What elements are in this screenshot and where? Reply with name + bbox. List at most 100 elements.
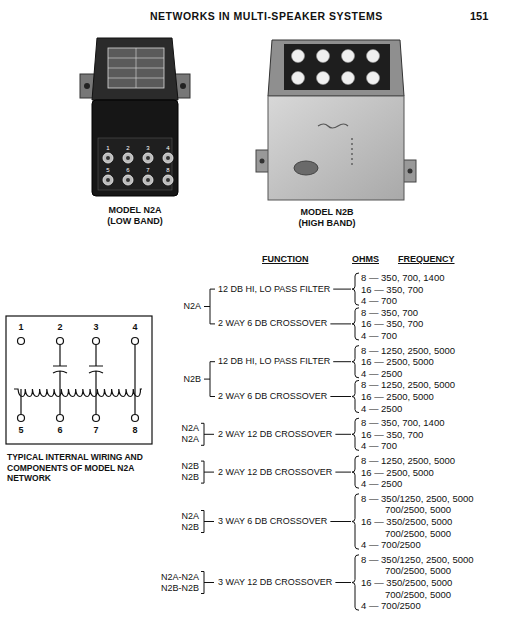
leader-line [335, 434, 351, 435]
leader-line [204, 434, 214, 435]
ohms-frequency: 8 — 350, 700, 1400 [361, 417, 444, 428]
column-header: FUNCTION [262, 254, 309, 265]
bracket [210, 289, 215, 324]
photo-caption: MODEL N2B (HIGH BAND) [291, 207, 363, 229]
curly-brace [352, 555, 359, 610]
ohms-frequency: 8 — 1250, 2500, 5000 [361, 345, 455, 356]
function-label: 12 DB HI, LO PASS FILTER [218, 356, 330, 367]
terminal-number: 6 [123, 167, 133, 174]
pin-number: 6 [54, 425, 66, 436]
terminal-number: 5 [103, 167, 113, 174]
pin-number: 2 [54, 322, 66, 333]
function-label: 2 WAY 12 DB CROSSOVER [218, 429, 332, 440]
curly-brace [352, 346, 359, 378]
page-header: NETWORKS IN MULTI-SPEAKER SYSTEMS [150, 10, 383, 23]
ohms-frequency: 16 — 350, 700 [361, 284, 423, 295]
function-label: 3 WAY 6 DB CROSSOVER [218, 516, 327, 527]
curly-brace [352, 273, 359, 305]
model-tag: N2B-N2B [161, 583, 199, 594]
leader-line [333, 289, 351, 290]
model-tag: N2A [183, 301, 201, 312]
ohms-frequency: 4 — 2500 [361, 478, 402, 489]
ohms-frequency: 8 — 1250, 2500, 5000 [361, 455, 455, 466]
pin-number: 1 [15, 322, 27, 333]
ohms-frequency: 16 — 350/2500, 5000 [361, 577, 452, 588]
ohms-frequency: 8 — 350/1250, 2500, 5000 [361, 554, 474, 565]
ohms-frequency: 16 — 350/2500, 5000 [361, 516, 452, 527]
ohms-frequency: 700/2500, 5000 [385, 504, 451, 515]
terminal-number: 8 [163, 167, 173, 174]
model-tag: N2B [183, 374, 201, 385]
bracket [210, 362, 215, 397]
leader-line [204, 379, 210, 380]
ohms-frequency: 16 — 2500, 5000 [361, 467, 434, 478]
leader-line [333, 361, 351, 362]
ohms-frequency: 4 — 700 [361, 295, 397, 306]
bracket [201, 511, 204, 533]
curly-brace [352, 456, 359, 488]
schematic-caption: TYPICAL INTERNAL WIRING AND COMPONENTS O… [7, 452, 157, 484]
function-label: 2 WAY 6 DB CROSSOVER [218, 391, 327, 402]
model-tag: N2A [181, 434, 199, 445]
model-tag: N2A [181, 511, 199, 522]
ohms-frequency: 700/2500, 5000 [385, 565, 451, 576]
pin-number: 3 [90, 322, 102, 333]
n2a-photo [80, 38, 190, 196]
column-header: FREQUENCY [398, 254, 455, 265]
leader-line [204, 306, 210, 307]
ohms-frequency: 4 — 700 [361, 330, 397, 341]
function-label: 12 DB HI, LO PASS FILTER [218, 284, 330, 295]
ohms-frequency: 4 — 2500 [361, 403, 402, 414]
bracket [201, 572, 204, 594]
bracket [201, 423, 204, 445]
terminal-number: 2 [123, 145, 133, 152]
ohms-frequency: 4 — 700/2500 [361, 600, 421, 611]
model-tag: N2A-N2A [161, 572, 199, 583]
leader-line [204, 521, 214, 522]
ohms-frequency: 8 — 350, 700 [361, 307, 418, 318]
curly-brace [352, 380, 359, 412]
pin-number: 4 [129, 322, 141, 333]
ohms-frequency: 16 — 350, 700 [361, 318, 423, 329]
model-tag: N2B [181, 522, 199, 533]
model-tag: N2B [181, 461, 199, 472]
ohms-frequency: 16 — 350, 700 [361, 429, 423, 440]
leader-line [204, 582, 214, 583]
ohms-frequency: 8 — 1250, 2500, 5000 [361, 379, 455, 390]
curly-brace [352, 418, 359, 450]
photo-caption: MODEL N2A (LOW BAND) [100, 205, 170, 227]
ohms-frequency: 4 — 2500 [361, 368, 402, 379]
function-label: 2 WAY 12 DB CROSSOVER [218, 467, 332, 478]
n2b-photo [256, 40, 416, 200]
curly-brace [352, 494, 359, 549]
ohms-frequency: 4 — 700/2500 [361, 539, 421, 550]
terminal-number: 1 [103, 145, 113, 152]
column-header: OHMS [352, 254, 379, 265]
bracket [201, 461, 204, 483]
leader-line [335, 582, 351, 583]
ohms-frequency: 4 — 700 [361, 440, 397, 451]
pin-number: 7 [90, 425, 102, 436]
pin-number: 5 [15, 425, 27, 436]
page-number: 151 [470, 10, 488, 23]
leader-line [330, 396, 351, 397]
ohms-frequency: 8 — 350/1250, 2500, 5000 [361, 493, 474, 504]
terminal-number: 7 [143, 167, 153, 174]
leader-line [330, 521, 351, 522]
leader-line [335, 472, 351, 473]
leader-line [204, 472, 214, 473]
terminal-number: 4 [163, 145, 173, 152]
pin-number: 8 [129, 425, 141, 436]
ohms-frequency: 700/2500, 5000 [385, 528, 451, 539]
ohms-frequency: 16 — 2500, 5000 [361, 356, 434, 367]
terminal-number: 3 [143, 145, 153, 152]
ohms-frequency: 8 — 350, 700, 1400 [361, 272, 444, 283]
model-tag: N2A [181, 423, 199, 434]
function-label: 2 WAY 6 DB CROSSOVER [218, 318, 327, 329]
function-label: 3 WAY 12 DB CROSSOVER [218, 577, 332, 588]
curly-brace [352, 308, 359, 340]
ohms-frequency: 700/2500, 5000 [385, 589, 451, 600]
ohms-frequency: 16 — 2500, 5000 [361, 391, 434, 402]
n2a-schematic [6, 316, 152, 444]
